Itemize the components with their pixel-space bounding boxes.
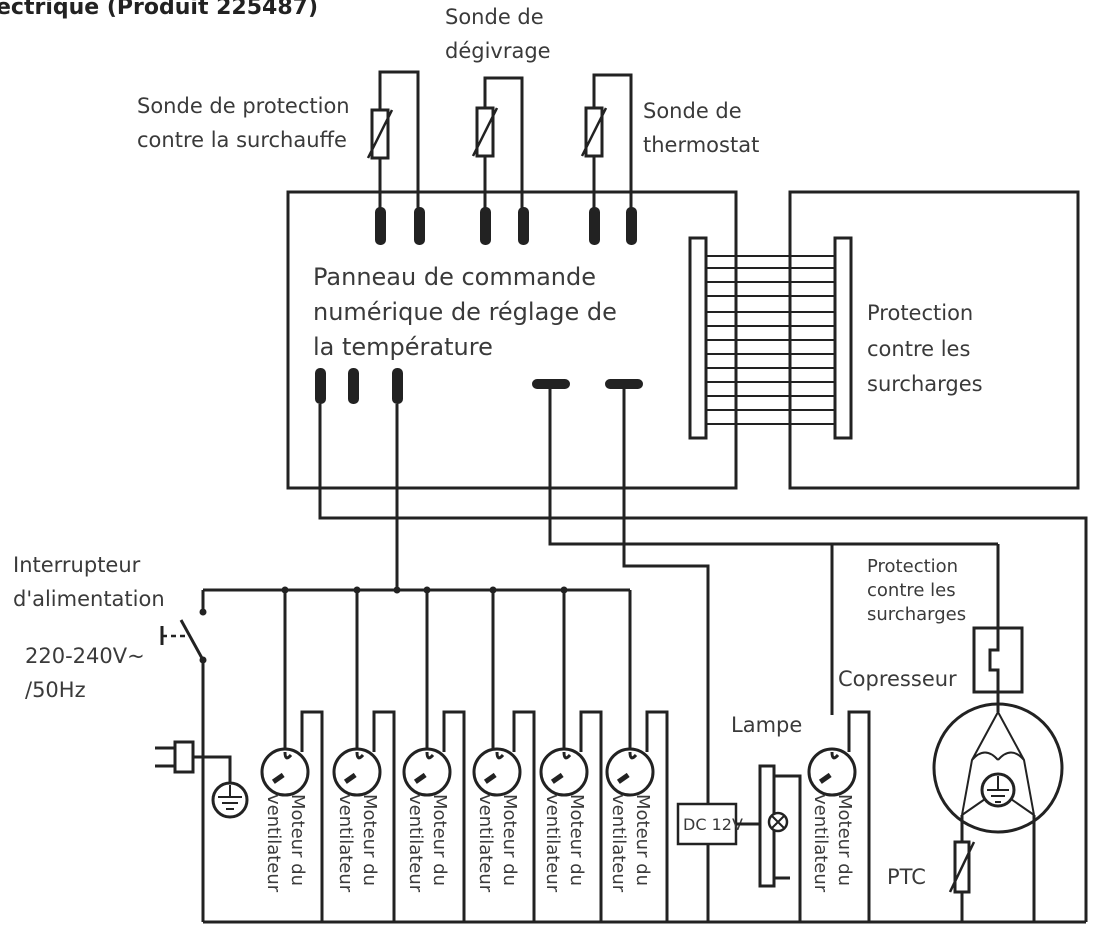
power-switch (160, 608, 207, 664)
overload-small-label-2: contre les (867, 580, 956, 601)
ptc-thermistor (948, 840, 976, 894)
fan-label-1: Moteur du (429, 794, 450, 886)
overload-bus-bars (688, 236, 853, 440)
lamp (736, 764, 802, 922)
overload-small-label-1: Protection (867, 556, 958, 577)
overload-relay (972, 626, 1024, 712)
junction-dots (281, 586, 568, 594)
wiring (201, 389, 1088, 924)
power-plug-icon (155, 740, 232, 782)
overheat-sensor (366, 70, 420, 238)
sensor-connector-pins (375, 207, 637, 245)
overload-big-label-1: Protection (867, 301, 973, 325)
fan-label-2: ventilateur (810, 794, 831, 893)
diagram-title: ectrique (Produit 225487) (0, 0, 318, 20)
overheat-sensor-label-1: Sonde de protection (137, 94, 350, 118)
defrost-sensor-label-1: Sonde de (445, 5, 544, 29)
voltage-label-1: 220-240V~ (25, 644, 145, 668)
thermostat-sensor-label-1: Sonde de (643, 99, 742, 123)
control-panel-label-2: numérique de réglage de (313, 298, 617, 326)
power-switch-label-2: d'alimentation (13, 587, 165, 611)
ground-icon (211, 781, 249, 819)
fan-label-2: ventilateur (335, 794, 356, 893)
defrost-sensor-label-2: dégivrage (445, 39, 551, 63)
fan-label-1: Moteur du (359, 794, 380, 886)
control-panel-label-3: la température (313, 333, 493, 361)
fan-label-2: ventilateur (542, 794, 563, 893)
fan-label-2: ventilateur (608, 794, 629, 893)
fan-label-2: ventilateur (263, 794, 284, 893)
output-connector-pins (315, 368, 643, 404)
fan-label-1: Moteur du (632, 794, 653, 886)
overload-big-label-3: surcharges (867, 372, 983, 396)
compressor-label: Copresseur (838, 667, 957, 691)
overheat-sensor-label-2: contre la surchauffe (137, 128, 347, 152)
dc-supply-label: DC 12V (683, 815, 743, 834)
fan-label-1: Moteur du (834, 794, 855, 886)
thermostat-sensor (580, 73, 633, 238)
fan-label-2: ventilateur (475, 794, 496, 893)
fan-label-1: Moteur du (566, 794, 587, 886)
fan-label-1: Moteur du (287, 794, 308, 886)
ptc-label: PTC (887, 865, 926, 889)
voltage-label-2: /50Hz (25, 678, 86, 702)
defrost-sensor (471, 76, 524, 238)
fan-label-1: Moteur du (499, 794, 520, 886)
overload-big-label-2: contre les (867, 337, 970, 361)
power-switch-label-1: Interrupteur (13, 553, 141, 577)
lamp-label: Lampe (731, 713, 802, 737)
compressor-motor (932, 702, 1064, 922)
thermostat-sensor-label-2: thermostat (643, 133, 759, 157)
fan-label-2: ventilateur (405, 794, 426, 893)
control-panel-label-1: Panneau de commande (313, 263, 596, 291)
overload-small-label-3: surcharges (867, 604, 966, 625)
